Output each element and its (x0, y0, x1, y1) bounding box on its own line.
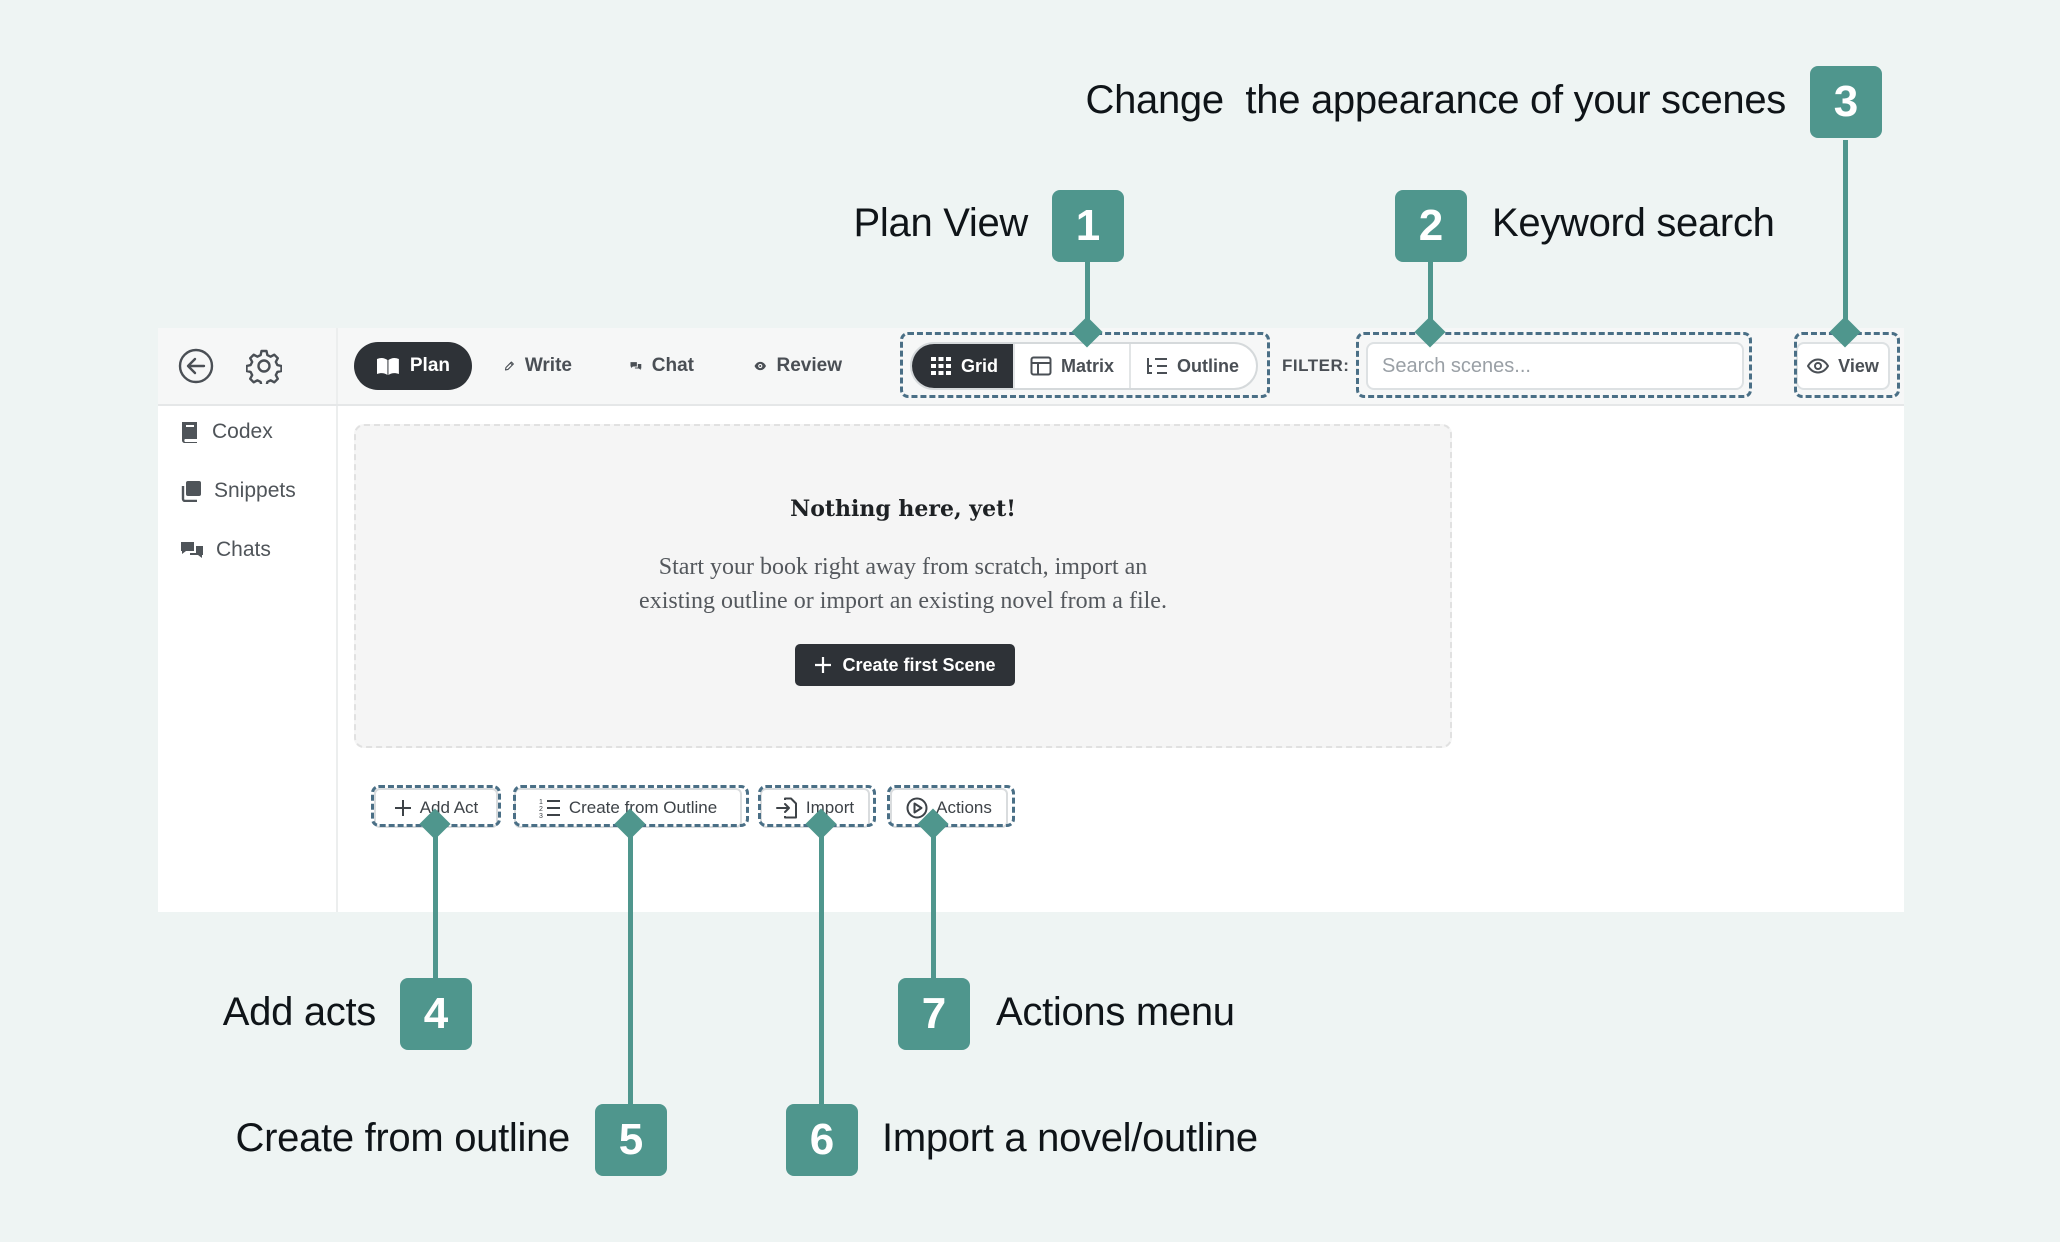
tab-plan-label: Plan (409, 355, 450, 376)
tab-chat[interactable]: Chat (608, 342, 716, 390)
empty-state-card: Nothing here, yet! Start your book right… (354, 424, 1452, 748)
play-circle-icon (906, 797, 928, 819)
plus-icon (394, 800, 411, 816)
actions-menu-button[interactable]: Actions (890, 788, 1008, 828)
create-from-outline-label: Create from Outline (568, 798, 718, 817)
callout-badge-2: 2 (1395, 190, 1467, 262)
tab-review-label: Review (776, 355, 842, 376)
view-mode-matrix[interactable]: Matrix (1015, 344, 1131, 388)
filter-label: FILTER: (1282, 356, 1350, 375)
create-first-scene-label: Create first Scene (842, 654, 996, 675)
connector-line-5 (628, 826, 633, 1104)
view-mode-matrix-label: Matrix (1060, 355, 1114, 376)
book-open-icon (376, 357, 399, 375)
callout-text-6: Import a novel/outline (882, 1116, 1258, 1160)
numbered-list-icon: 123 (539, 799, 560, 818)
empty-state-title: Nothing here, yet! (790, 496, 1016, 522)
callout-badge-1: 1 (1052, 190, 1124, 262)
tab-review[interactable]: Review (732, 342, 864, 390)
callout-text-4: Add acts (222, 990, 377, 1034)
outline-list-icon (1147, 358, 1167, 374)
svg-text:2: 2 (539, 806, 543, 813)
settings-button[interactable] (244, 346, 284, 386)
view-mode-switcher: Grid Matrix Outline (910, 342, 1258, 390)
sidebar-item-codex-label: Codex (212, 420, 273, 443)
view-mode-outline-label: Outline (1177, 355, 1239, 376)
chat-bubbles-icon (181, 542, 203, 558)
toolbar-left-corner (158, 328, 338, 404)
callout-badge-7: 7 (898, 978, 970, 1050)
search-scenes-input[interactable] (1366, 342, 1744, 390)
eye-icon (754, 361, 766, 371)
callout-badge-3: 3 (1810, 66, 1882, 138)
sidebar-item-snippets-label: Snippets (214, 479, 296, 502)
back-button[interactable] (176, 346, 216, 386)
callout-text-1: Plan View (853, 201, 1029, 245)
connector-line-3 (1843, 140, 1848, 332)
view-mode-grid-label: Grid (960, 355, 998, 376)
plus-icon (815, 657, 832, 673)
gear-icon (246, 349, 282, 384)
sidebar-item-codex[interactable]: Codex (180, 420, 273, 444)
view-options-button[interactable]: View (1796, 342, 1890, 390)
empty-state-text-line2: existing outline or import an existing n… (639, 588, 1167, 614)
callout-text-2: Keyword search (1492, 201, 1775, 245)
view-mode-outline[interactable]: Outline (1131, 344, 1256, 388)
callout-text-3: Change the appearance of your scenes (1085, 78, 1786, 122)
callout-badge-6: 6 (786, 1104, 858, 1176)
tab-chat-label: Chat (651, 355, 694, 376)
tab-plan[interactable]: Plan (354, 342, 472, 390)
view-mode-grid[interactable]: Grid (912, 344, 1015, 388)
app-window: Plan Write Chat Review (158, 328, 1904, 912)
create-first-scene-button[interactable]: Create first Scene (795, 644, 1015, 686)
callout-text-5: Create from outline (235, 1116, 571, 1160)
top-toolbar: Plan Write Chat Review (158, 328, 1904, 406)
eye-icon (1807, 358, 1830, 374)
view-options-label: View (1838, 355, 1879, 376)
svg-text:1: 1 (539, 799, 543, 806)
import-file-icon (775, 797, 797, 819)
grid-icon (930, 357, 951, 375)
actions-menu-label: Actions (936, 798, 992, 817)
svg-text:3: 3 (539, 813, 543, 818)
sidebar: Codex Snippets Chats (158, 406, 338, 912)
arrow-left-circle-icon (178, 348, 214, 384)
callout-badge-4: 4 (400, 978, 472, 1050)
sidebar-item-chats-label: Chats (216, 538, 271, 561)
tab-write-label: Write (524, 355, 572, 376)
pencil-icon (504, 361, 514, 371)
matrix-icon (1030, 356, 1052, 376)
connector-line-1 (1085, 262, 1090, 332)
snippets-icon (181, 481, 201, 502)
connector-line-6 (819, 826, 824, 1104)
tab-write[interactable]: Write (482, 342, 594, 390)
connector-line-4 (433, 826, 438, 978)
chat-bubbles-icon (630, 362, 642, 370)
callout-badge-5: 5 (595, 1104, 667, 1176)
connector-line-2 (1428, 262, 1433, 332)
empty-state-text-line1: Start your book right away from scratch,… (658, 554, 1148, 580)
connector-line-7 (931, 826, 936, 978)
sidebar-item-snippets[interactable]: Snippets (180, 479, 296, 503)
callout-text-7: Actions menu (996, 990, 1235, 1034)
sidebar-item-chats[interactable]: Chats (180, 538, 271, 562)
book-icon (181, 422, 197, 443)
